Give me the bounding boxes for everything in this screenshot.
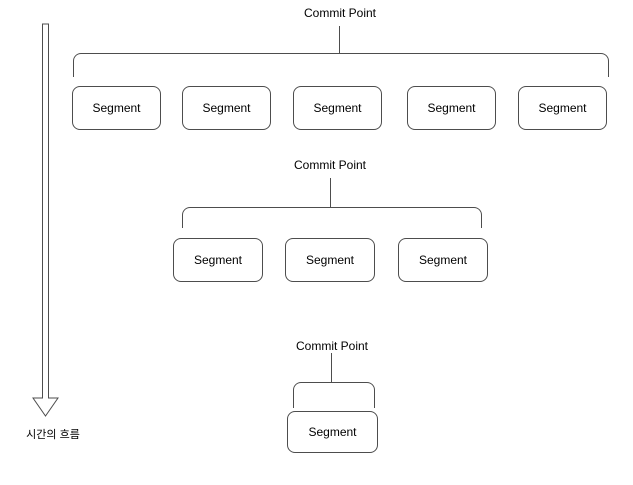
commit-point-label: Commit Point xyxy=(303,6,377,20)
connector-stem xyxy=(339,26,340,53)
segment-box: Segment xyxy=(285,238,375,282)
commit-point-label: Commit Point xyxy=(295,339,369,353)
group-bracket xyxy=(293,382,375,408)
segment-box: Segment xyxy=(398,238,488,282)
segment-box: Segment xyxy=(182,86,271,130)
connector-stem xyxy=(330,178,331,207)
segment-box: Segment xyxy=(407,86,496,130)
group-bracket xyxy=(73,53,609,77)
connector-stem xyxy=(331,353,332,382)
segment-box: Segment xyxy=(518,86,607,130)
segment-box: Segment xyxy=(293,86,382,130)
segment-box: Segment xyxy=(72,86,161,130)
commit-point-label: Commit Point xyxy=(293,158,367,172)
segment-box: Segment xyxy=(287,411,378,453)
timeline-label: 시간의 흐름 xyxy=(26,429,80,441)
segment-box: Segment xyxy=(173,238,263,282)
timeline-down-arrow-icon xyxy=(32,23,59,417)
group-bracket xyxy=(182,207,482,228)
